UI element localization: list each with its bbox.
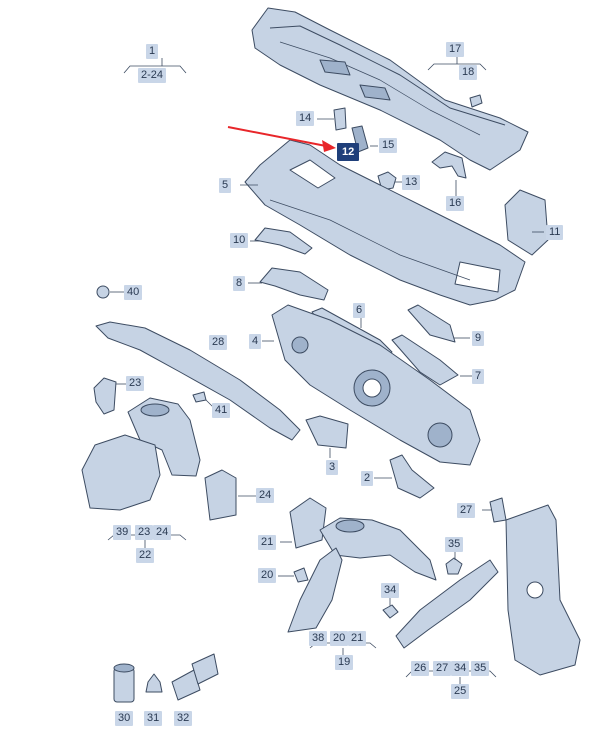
callout-18[interactable]: 18 <box>459 65 478 80</box>
callout-20[interactable]: 20 <box>258 568 277 583</box>
clip-20-part <box>293 567 309 583</box>
callout-34[interactable]: 34 <box>381 583 400 598</box>
cylinder-30-part <box>113 663 135 703</box>
bracket-3-part <box>305 415 349 449</box>
callout-41[interactable]: 41 <box>212 403 231 418</box>
member-38-part <box>287 547 343 633</box>
plenum-panel-part <box>251 7 529 171</box>
callout-23[interactable]: 23 <box>126 376 145 391</box>
callout-24-group22[interactable]: 24 <box>153 525 172 540</box>
bracket-27-part <box>489 497 507 523</box>
callout-32[interactable]: 32 <box>174 711 193 726</box>
stop-35-part <box>445 557 463 575</box>
bracket-14-part <box>333 107 347 131</box>
callout-38[interactable]: 38 <box>309 631 328 646</box>
bulkhead-4-part <box>271 304 481 466</box>
callout-14[interactable]: 14 <box>296 111 315 126</box>
callout-15[interactable]: 15 <box>379 138 398 153</box>
callout-39[interactable]: 39 <box>113 525 132 540</box>
callout-4[interactable]: 4 <box>249 334 262 349</box>
callout-6[interactable]: 6 <box>353 303 366 318</box>
bracket-2-part <box>389 454 435 499</box>
bolt-41-part <box>192 391 207 403</box>
strut-tower-right-part <box>319 517 437 581</box>
strut-tower-left-part <box>127 397 201 477</box>
member-28-part <box>95 321 301 441</box>
bracket-9-part <box>407 304 456 343</box>
callout-27-group25[interactable]: 27 <box>433 661 452 676</box>
panel-24-part <box>204 469 237 521</box>
callout-7[interactable]: 7 <box>472 369 485 384</box>
callout-31[interactable]: 31 <box>144 711 163 726</box>
bracket-11-part <box>504 189 549 256</box>
callout-9[interactable]: 9 <box>472 331 485 346</box>
callout-19[interactable]: 19 <box>335 655 354 670</box>
callout-13[interactable]: 13 <box>402 175 421 190</box>
bracket-23-part <box>93 377 117 415</box>
rail-26-part <box>395 559 499 649</box>
callout-27[interactable]: 27 <box>457 503 476 518</box>
callout-11[interactable]: 11 <box>546 225 564 240</box>
callout-24[interactable]: 24 <box>256 488 275 503</box>
bracket-7-part <box>391 334 459 386</box>
callout-16[interactable]: 16 <box>446 196 465 211</box>
pad-32-part <box>171 653 219 701</box>
callout-20-group19[interactable]: 20 <box>330 631 349 646</box>
bracket-16-part <box>431 151 467 179</box>
callout-10[interactable]: 10 <box>230 233 249 248</box>
callout-40[interactable]: 40 <box>124 285 143 300</box>
callout-35[interactable]: 35 <box>445 537 464 552</box>
callout-2[interactable]: 2 <box>361 471 374 486</box>
callout-34-group25[interactable]: 34 <box>451 661 470 676</box>
callout-17[interactable]: 17 <box>446 42 465 57</box>
clip-34-part <box>382 604 399 619</box>
wheel-arch-39-part <box>81 434 161 511</box>
callout-3[interactable]: 3 <box>326 460 339 475</box>
callout-8[interactable]: 8 <box>233 276 246 291</box>
callout-23-group22[interactable]: 23 <box>135 525 154 540</box>
callout-2-24[interactable]: 2-24 <box>138 68 167 83</box>
cowl-panel-5-part <box>244 139 526 306</box>
rail-10-part <box>254 227 313 255</box>
callout-25[interactable]: 25 <box>451 684 470 699</box>
callout-21-group19[interactable]: 21 <box>348 631 367 646</box>
callout-5[interactable]: 5 <box>219 178 232 193</box>
callout-12-highlighted[interactable]: 12 <box>337 143 360 161</box>
bracket-18-part <box>469 94 483 108</box>
callout-30[interactable]: 30 <box>115 711 134 726</box>
bracket-8-part <box>259 267 329 301</box>
red-pointer-arrow <box>227 126 336 152</box>
callout-1[interactable]: 1 <box>146 44 159 59</box>
callout-26[interactable]: 26 <box>411 661 430 676</box>
callout-28[interactable]: 28 <box>209 335 228 350</box>
callout-35-group25[interactable]: 35 <box>471 661 490 676</box>
grommet-31-part <box>145 673 163 693</box>
a-pillar-part <box>505 504 581 676</box>
callout-22[interactable]: 22 <box>136 548 155 563</box>
callout-21[interactable]: 21 <box>258 535 277 550</box>
panel-21-part <box>289 497 327 549</box>
nut-40-part <box>96 285 110 299</box>
